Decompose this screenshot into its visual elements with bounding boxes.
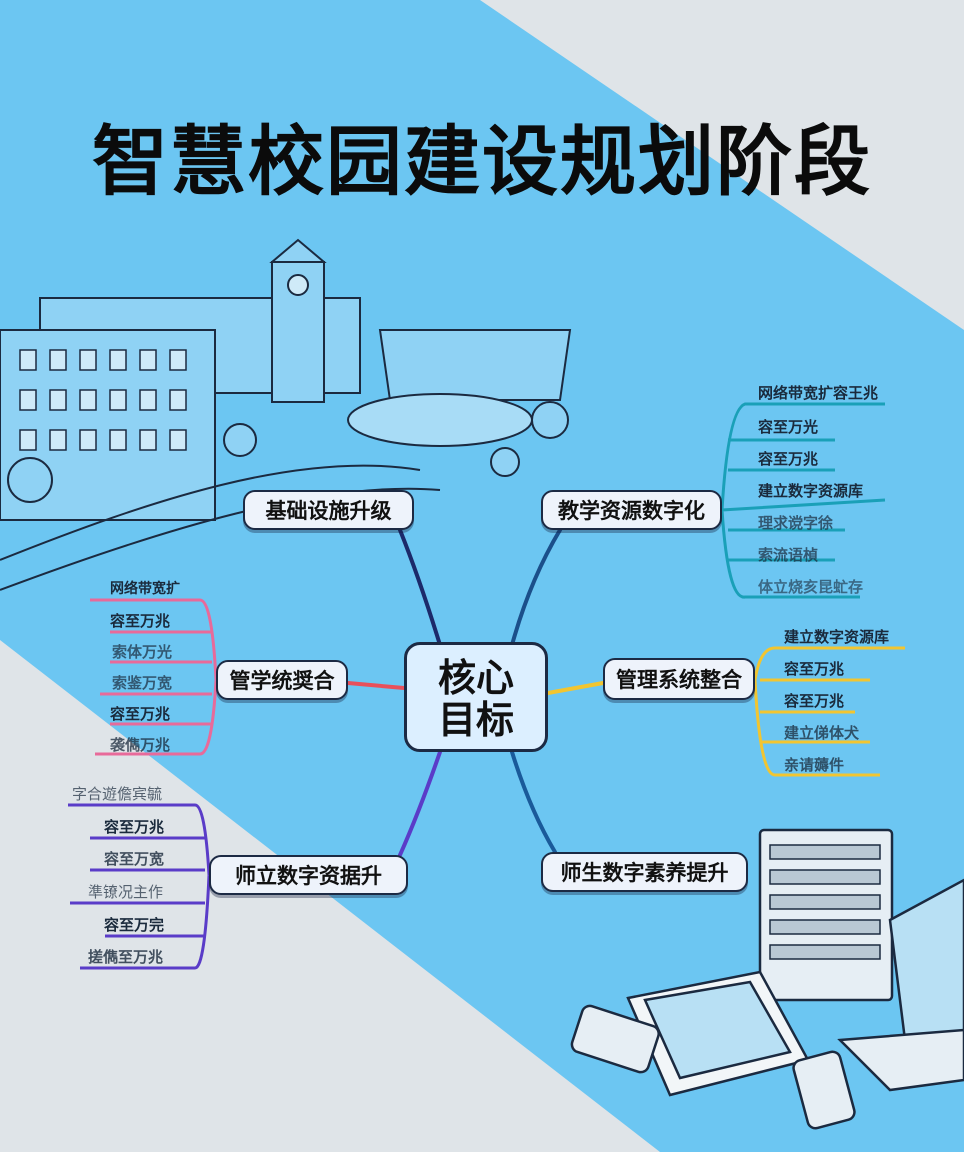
core-goal-line2: 目标 — [437, 698, 514, 742]
leaf-item: 容至万兆 — [110, 705, 171, 723]
leaf-item: 字合遊儋宾毓 — [72, 785, 163, 803]
leaf-item: 建立俤体犬 — [784, 724, 860, 742]
leaf-item: 网络带宽扩 — [110, 581, 180, 597]
server-devices-illustration — [570, 828, 964, 1130]
leaf-item: 理求谠字徐 — [758, 514, 834, 532]
leaf-item: 搓儁至万兆 — [88, 948, 164, 966]
leaf-item: 容至万兆 — [784, 660, 845, 678]
leaf-item: 网络带宽扩容王兆 — [758, 384, 879, 402]
leaf-item: 建立数字资源库 — [758, 482, 864, 500]
leaf-item: 索鉴万宽 — [112, 674, 173, 692]
leaf-item: 準镣况主作 — [88, 883, 164, 901]
branch-build[interactable]: 师立数字资据升 — [209, 855, 408, 895]
leaf-item: 建立数字资源库 — [784, 628, 890, 646]
leaf-item: 索体万光 — [112, 643, 173, 661]
leaf-item: 容至万宽 — [104, 850, 165, 868]
branch-teaching[interactable]: 教学资源数字化 — [541, 490, 722, 530]
page-title: 智慧校园建设规划阶段 — [92, 117, 872, 206]
leaf-connectors — [68, 402, 905, 970]
branch-mgmt-right[interactable]: 管理系统整合 — [603, 658, 755, 700]
leaf-item: 索流语楨 — [758, 546, 819, 564]
leaf-item: 容至万兆 — [110, 612, 171, 630]
branch-connectors — [346, 528, 605, 857]
branch-infra[interactable]: 基础设施升级 — [243, 490, 414, 530]
branch-mgmt-left[interactable]: 管学统奨合 — [216, 660, 348, 700]
leaf-item: 袭儁万兆 — [110, 736, 171, 754]
leaf-item: 容至万兆 — [104, 818, 165, 836]
leaf-item: 容至万完 — [104, 916, 165, 934]
leaf-item: 容至万兆 — [758, 450, 819, 468]
core-goal-line1: 核心 — [437, 656, 514, 700]
branch-literacy[interactable]: 师生数字素养提升 — [541, 852, 748, 892]
leaf-item: 容至万兆 — [784, 692, 845, 710]
leaf-item: 体立烧亥昆虻存 — [758, 578, 864, 596]
core-goal-node[interactable]: 核心 目标 — [404, 642, 548, 752]
leaf-item: 亲请薅件 — [784, 756, 845, 774]
leaf-item: 容至万光 — [758, 418, 819, 436]
campus-buildings-illustration — [0, 238, 572, 591]
